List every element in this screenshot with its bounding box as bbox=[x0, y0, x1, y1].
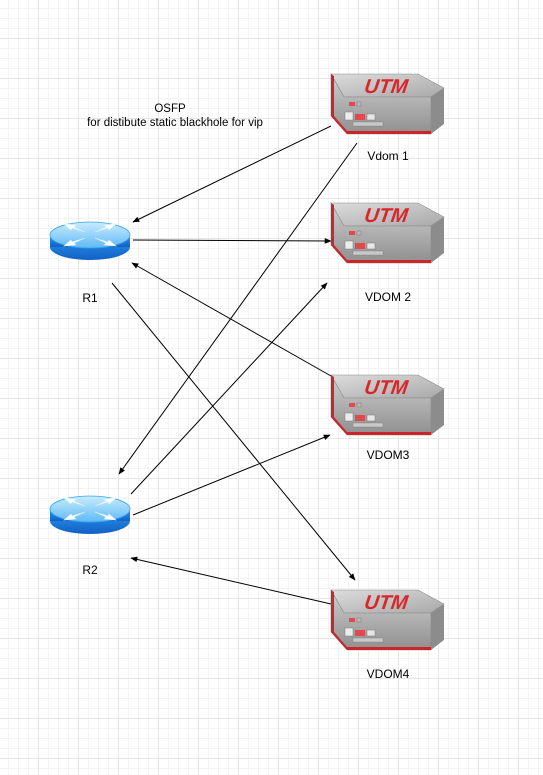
edge-r2-vdom2 bbox=[130, 282, 328, 495]
firewall-vdom4[interactable] bbox=[330, 589, 445, 651]
router-icon bbox=[49, 495, 131, 535]
firewall-label-vdom2: VDOM 2 bbox=[364, 290, 411, 304]
firewall-label-vdom4: VDOM4 bbox=[366, 667, 410, 681]
annotation-subtitle: for distibute static blackhole for vip bbox=[87, 117, 263, 129]
firewall-label-vdom1: Vdom 1 bbox=[367, 149, 409, 163]
edge-vdom1-r2 bbox=[118, 142, 358, 475]
utm-firewall-icon bbox=[330, 589, 445, 651]
utm-firewall-icon bbox=[330, 73, 445, 135]
edge-vdom1-r1 bbox=[132, 125, 332, 223]
edge-r2-vdom3 bbox=[132, 434, 331, 516]
router-icon bbox=[49, 221, 131, 261]
router-label-r1: R1 bbox=[82, 291, 98, 305]
utm-firewall-icon bbox=[330, 202, 445, 264]
utm-firewall-icon bbox=[330, 374, 445, 436]
router-label-r2: R2 bbox=[82, 563, 98, 577]
firewall-vdom3[interactable] bbox=[330, 374, 445, 436]
router-r2[interactable] bbox=[49, 495, 131, 535]
connection-lines bbox=[111, 125, 358, 605]
edge-vdom4-r2 bbox=[130, 556, 332, 605]
annotation-title: OSFP bbox=[154, 103, 186, 115]
router-r1[interactable] bbox=[49, 221, 131, 261]
firewall-vdom2[interactable] bbox=[330, 202, 445, 264]
edge-r1-vdom2 bbox=[132, 238, 332, 244]
firewall-label-vdom3: VDOM3 bbox=[366, 448, 410, 462]
firewall-vdom1[interactable] bbox=[330, 73, 445, 135]
edge-vdom3-r1 bbox=[131, 262, 332, 377]
edge-r1-vdom4 bbox=[111, 282, 356, 581]
